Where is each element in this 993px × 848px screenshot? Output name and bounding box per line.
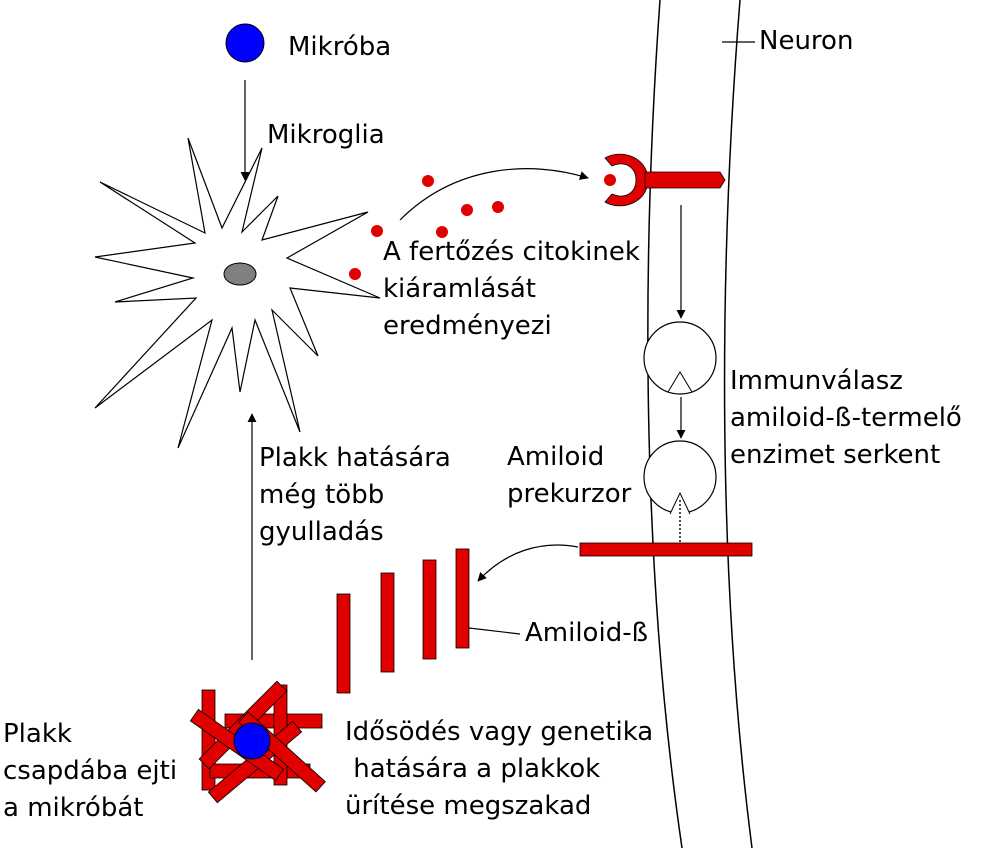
- trap-caption-line-2: csapdába ejti: [3, 755, 177, 788]
- microglia-label: Mikroglia: [267, 119, 385, 152]
- immune-caption-line-3: enzimet serkent: [730, 439, 940, 472]
- cytokine-caption-line-1: A fertőzés citokinek: [383, 236, 640, 269]
- trapped-microbe-icon: [234, 723, 270, 759]
- amyloid-beta-label: Amiloid-ß: [525, 617, 648, 650]
- aging-caption-line-3: ürítése megszakad: [345, 790, 591, 823]
- neuron-label: Neuron: [759, 25, 853, 58]
- cytokine-dot: [371, 225, 383, 237]
- amyloid-beta-fragment: [337, 594, 350, 693]
- trap-caption-line-1: Plakk: [3, 718, 72, 751]
- precursor-label-line-1: Amiloid: [507, 441, 604, 474]
- amyloid-beta-fragment: [456, 549, 469, 648]
- cytokine-dot: [349, 268, 361, 280]
- amyloid-beta-fragment: [381, 573, 394, 672]
- cytokine-dot: [461, 204, 473, 216]
- amyloid-beta-fragment: [423, 560, 436, 659]
- precursor-to-beta-arrow: [478, 545, 578, 581]
- amyloid-precursor-bar: [580, 543, 752, 556]
- microglia-body: [95, 138, 380, 448]
- cytokine-caption-line-2: kiáramlását: [383, 273, 536, 306]
- cytokine-receptor: [605, 154, 725, 206]
- microbe-icon: [226, 24, 264, 62]
- amyloid-beta-fragments: [337, 549, 469, 693]
- immune-caption-line-2: amiloid-ß-termelő: [730, 402, 962, 435]
- aging-caption-line-1: Idősödés vagy genetika: [345, 716, 653, 749]
- plaque-inflammation-line-1: Plakk hatására: [259, 442, 451, 475]
- cytokine-dot-bound: [604, 174, 616, 186]
- plaque-inflammation-line-3: gyulladás: [259, 516, 384, 549]
- microglia-cell: [95, 138, 380, 448]
- precursor-label-line-2: prekurzor: [507, 478, 631, 511]
- plaque-inflammation-line-2: még több: [259, 479, 384, 512]
- cytokine-dot: [422, 175, 434, 187]
- microglia-nucleus: [224, 263, 256, 285]
- aging-caption-line-2: hatására a plakkok: [345, 753, 600, 786]
- amyloid-beta-leader: [469, 628, 520, 634]
- receptor-stalk: [645, 172, 725, 188]
- cytokine-caption-line-3: eredményezi: [383, 310, 552, 343]
- cytokine-dot: [492, 201, 504, 213]
- immune-caption-line-1: Immunválasz: [730, 365, 903, 398]
- trap-caption-line-3: a mikróbát: [3, 792, 143, 825]
- microbe-label: Mikróba: [288, 31, 391, 64]
